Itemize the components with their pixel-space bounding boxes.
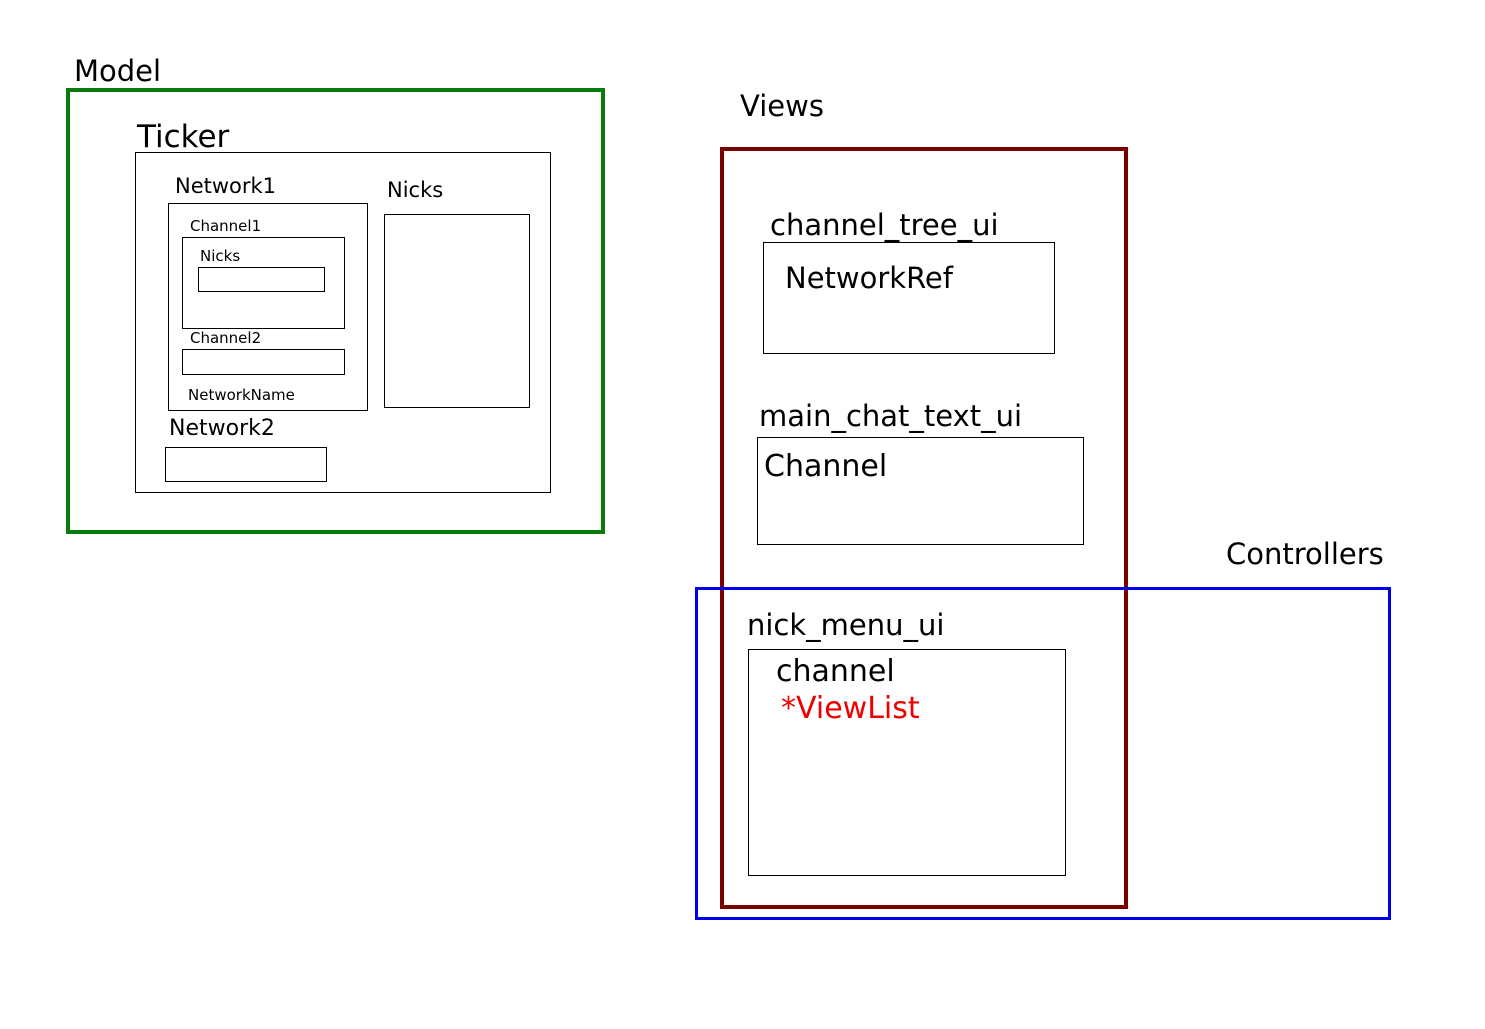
network2-label: Network2 — [169, 416, 275, 441]
model-group-label: Model — [74, 54, 162, 88]
model-group-frame — [66, 88, 605, 534]
views-group-frame — [720, 147, 1128, 909]
ticker-label: Ticker — [137, 119, 230, 155]
channel1-box — [182, 237, 345, 329]
channel-tree-ui-box — [763, 242, 1055, 354]
main-chat-text-ui-box — [757, 437, 1084, 545]
nick-menu-ui-box — [748, 649, 1066, 876]
channel-tree-ui-label: channel_tree_ui — [770, 208, 999, 242]
network2-box — [165, 447, 327, 482]
nick-menu-ui-label: nick_menu_ui — [747, 608, 945, 642]
controllers-group-label: Controllers — [1226, 537, 1384, 571]
main-chat-text-ui-label: main_chat_text_ui — [759, 399, 1023, 433]
ticker-nicks-box — [384, 214, 530, 408]
view-list-highlight-text: *ViewList — [781, 691, 920, 726]
controllers-group-frame — [695, 587, 1391, 920]
channel2-box — [182, 349, 345, 375]
channel1-label: Channel1 — [190, 217, 262, 235]
views-group-label: Views — [740, 89, 824, 123]
channel1-nicks-box — [198, 267, 325, 292]
network1-label: Network1 — [175, 174, 277, 198]
nick-menu-channel-text: channel — [776, 654, 895, 689]
network-ref-text: NetworkRef — [785, 261, 953, 295]
ticker-nicks-label: Nicks — [387, 178, 444, 202]
channel1-nicks-label: Nicks — [200, 247, 241, 265]
main-chat-channel-text: Channel — [764, 449, 888, 484]
ticker-box — [135, 152, 551, 493]
network1-box — [168, 203, 368, 411]
channel2-label: Channel2 — [190, 329, 262, 347]
network-name-label: NetworkName — [188, 386, 295, 404]
